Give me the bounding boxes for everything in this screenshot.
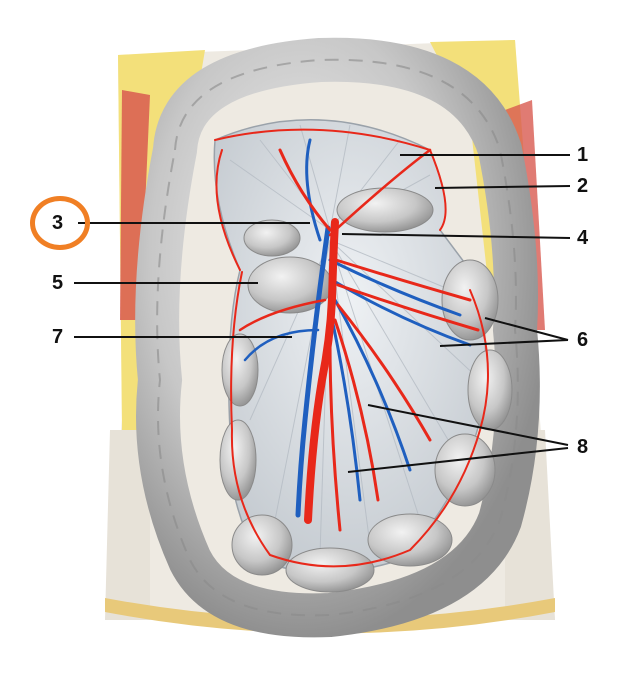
leader-line-6a xyxy=(484,317,569,341)
label-7: 7 xyxy=(52,326,64,348)
label-2: 2 xyxy=(577,175,589,197)
label-3: 3 xyxy=(52,212,64,234)
mesenteric-arteries xyxy=(214,128,489,568)
leader-line-8a xyxy=(367,404,569,446)
large-intestine xyxy=(135,37,540,638)
label-1: 1 xyxy=(577,144,589,166)
label-4: 4 xyxy=(577,227,589,249)
leader-line-8b xyxy=(347,447,569,473)
label-5: 5 xyxy=(52,272,64,294)
leader-line-2 xyxy=(434,185,571,189)
leader-lines xyxy=(74,154,571,473)
leader-line-6b xyxy=(439,339,569,347)
label-8: 8 xyxy=(577,436,589,458)
highlight-circle xyxy=(30,196,90,250)
leader-line-4 xyxy=(341,233,571,239)
label-6: 6 xyxy=(577,329,589,351)
